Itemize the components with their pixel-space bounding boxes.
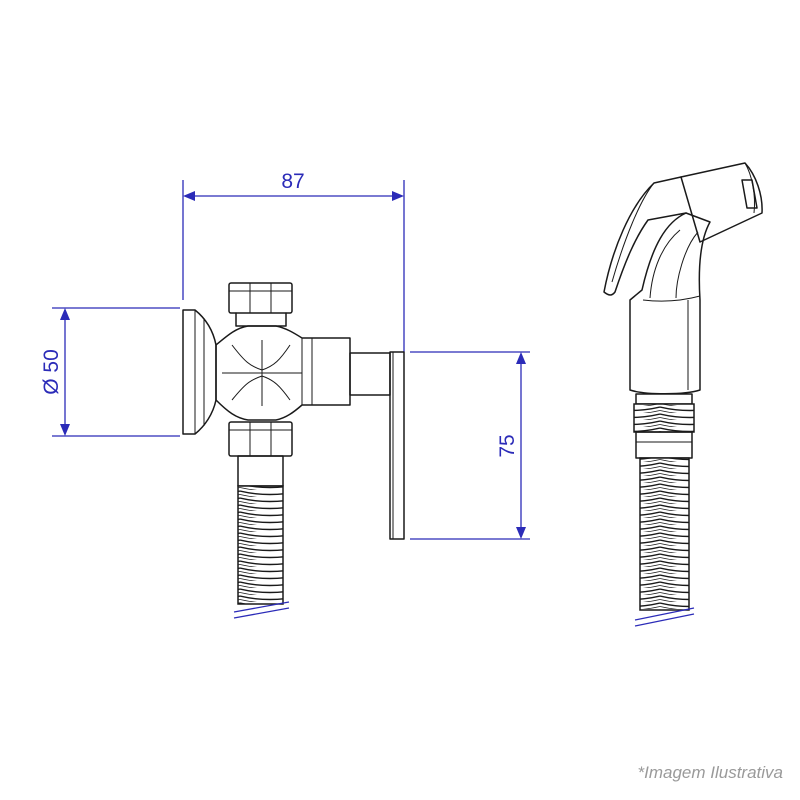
arrow-left-icon xyxy=(183,191,195,201)
sprayer-trigger xyxy=(603,176,687,296)
dimension-width: 87 xyxy=(182,170,405,352)
wall-flange xyxy=(182,309,217,435)
arrow-up-icon xyxy=(60,308,70,320)
hose-connector xyxy=(237,455,284,487)
diameter-dimension-label: Ø 50 xyxy=(40,349,63,395)
arrow-right-icon xyxy=(392,191,404,201)
flexible-hose xyxy=(237,485,284,605)
top-nut xyxy=(228,282,293,327)
illustrative-caption: *Imagem Ilustrativa xyxy=(638,763,784,782)
sprayer-collar xyxy=(635,393,693,405)
break-line xyxy=(634,607,695,621)
sprayer-hose xyxy=(639,457,690,611)
handle-stem xyxy=(349,352,391,396)
arrow-down-icon xyxy=(60,424,70,436)
arrow-up-icon xyxy=(516,352,526,364)
dimension-diameter: Ø 50 xyxy=(40,307,180,437)
arrow-down-icon xyxy=(516,527,526,539)
height-dimension-label: 75 xyxy=(496,434,519,457)
valve-body xyxy=(215,325,351,421)
bottom-nut xyxy=(228,421,293,457)
valve-assembly xyxy=(182,282,405,619)
hand-sprayer xyxy=(603,162,763,627)
break-line xyxy=(233,601,290,613)
dimension-height: 75 xyxy=(410,351,530,540)
width-dimension-label: 87 xyxy=(281,170,304,193)
lever-handle xyxy=(389,351,405,540)
